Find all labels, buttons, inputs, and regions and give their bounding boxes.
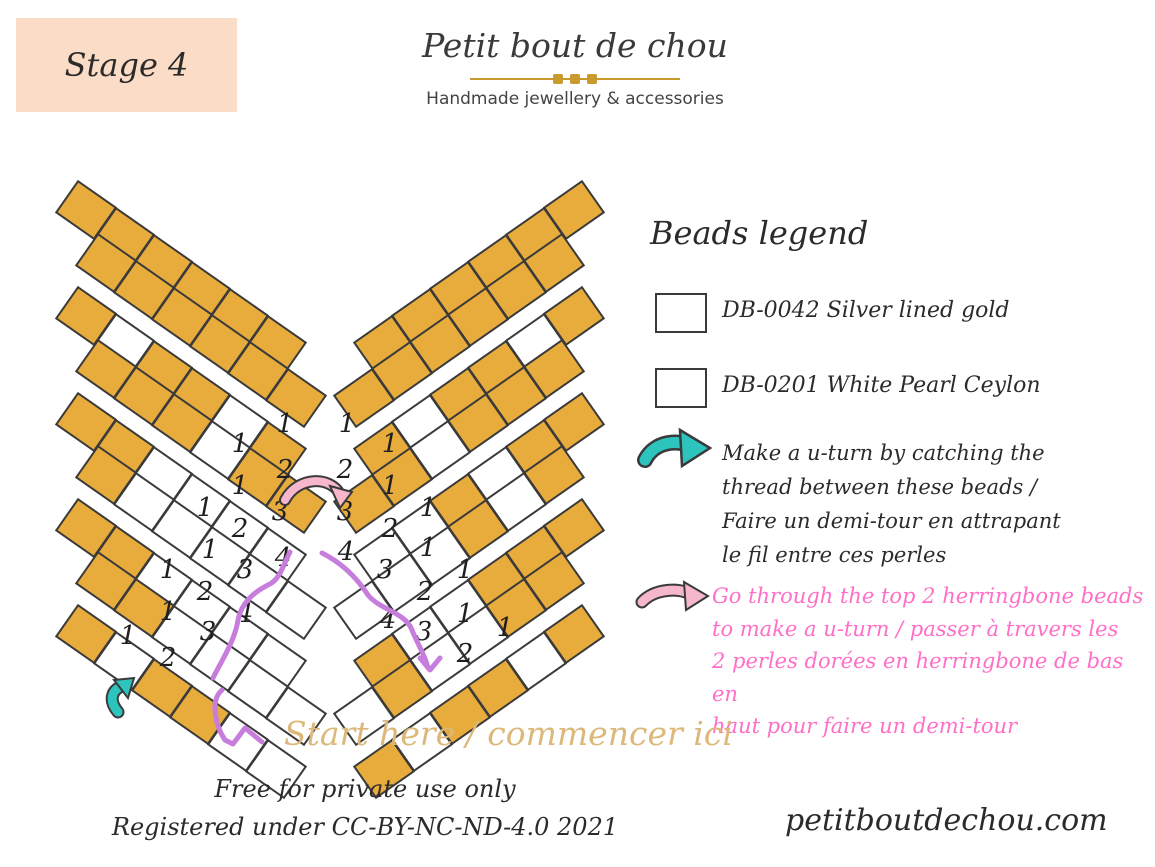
- bead-number: 2: [231, 514, 249, 544]
- teal-uturn-arrow-legend: [637, 427, 713, 469]
- through-line-2: to make a u-turn / passer à travers les: [712, 616, 1119, 641]
- uturn-line-4: le fil entre ces perles: [722, 543, 947, 567]
- brand-header: Petit bout de chou Handmade jewellery & …: [400, 26, 750, 109]
- bead-number: 1: [382, 471, 399, 501]
- uturn-line-2: thread between these beads /: [722, 475, 1038, 499]
- bead-number: 1: [382, 429, 399, 459]
- bead-number: 1: [277, 409, 294, 439]
- bead: [332, 473, 396, 535]
- bead-number: 1: [457, 555, 474, 585]
- bead-number: 1: [457, 599, 474, 629]
- bead: [352, 738, 416, 800]
- bead: [244, 738, 308, 800]
- bead: [332, 685, 396, 747]
- license-note: Registered under CC-BY-NC-ND-4.0 2021: [111, 813, 619, 841]
- bead-number: 2: [276, 455, 294, 485]
- bead-number: 3: [237, 555, 254, 585]
- license-footer: Free for private use only Registered und…: [60, 770, 670, 846]
- bead-number: 4: [337, 537, 355, 567]
- bead-number: 4: [274, 543, 292, 573]
- bead: [264, 685, 328, 747]
- teal-uturn-arrow-start: [105, 676, 136, 719]
- bead-number: 1: [160, 597, 177, 627]
- uturn-line-1: Make a u-turn by catching the: [722, 441, 1045, 465]
- bead-number: 1: [197, 493, 214, 523]
- legend-title: Beads legend: [650, 214, 869, 252]
- start-here-label: Start here / commencer ici: [284, 714, 733, 753]
- bead-number: 1: [120, 621, 137, 651]
- bead: [264, 579, 328, 641]
- pink-uturn-arrow: [279, 475, 354, 510]
- bead-number: 1: [160, 555, 177, 585]
- bead-number: 2: [456, 639, 474, 669]
- brand-subtitle: Handmade jewellery & accessories: [426, 89, 724, 109]
- legend-label-white: DB-0201 White Pearl Ceylon: [722, 373, 1041, 398]
- brand-divider: [400, 71, 750, 87]
- bead: [332, 579, 396, 641]
- stage-label-box: Stage 4: [16, 18, 237, 112]
- bead-number: 3: [377, 555, 394, 585]
- bead-number: 1: [202, 535, 219, 565]
- bead-number: 1: [420, 493, 437, 523]
- bead-number: 2: [336, 455, 354, 485]
- bead-number: 1: [497, 613, 514, 643]
- through-line-1: Go through the top 2 herringbone beads: [712, 584, 1144, 608]
- legend-swatch-white: [655, 368, 707, 408]
- bead-number: 2: [159, 643, 177, 673]
- bead: [332, 367, 396, 429]
- uturn-instruction: Make a u-turn by catching the thread bet…: [722, 436, 1061, 572]
- bead-number: 1: [420, 533, 437, 563]
- website-link[interactable]: petitboutdechou.com: [785, 803, 1108, 838]
- legend-label-gold: DB-0042 Silver lined gold: [722, 298, 1010, 323]
- bead-number: 2: [416, 577, 434, 607]
- stage-label: Stage 4: [64, 46, 189, 84]
- through-instruction: Go through the top 2 herringbone beads t…: [712, 580, 1155, 743]
- private-use-note: Free for private use only: [214, 775, 516, 803]
- brand-title: Petit bout de chou: [422, 26, 728, 65]
- purple-thread-path: [210, 549, 443, 747]
- through-line-3: 2 perles dorées en herringbone de bas en: [712, 649, 1124, 706]
- bead-number: 2: [381, 514, 399, 544]
- bead-number: 1: [339, 409, 356, 439]
- bead: [264, 367, 328, 429]
- pink-arrow-legend: [635, 580, 710, 612]
- left-bead-panel: [54, 179, 328, 800]
- right-bead-panel: [332, 179, 606, 800]
- through-line-4: haut pour faire un demi-tour: [712, 714, 1018, 738]
- bead-number: 3: [200, 617, 217, 647]
- legend-swatch-gold: [655, 293, 707, 333]
- bead-number: 1: [232, 471, 249, 501]
- bead-number: 2: [196, 577, 214, 607]
- bead-number: 3: [416, 617, 433, 647]
- bead-number: 1: [232, 429, 249, 459]
- uturn-line-3: Faire un demi-tour en attrapant: [722, 509, 1061, 533]
